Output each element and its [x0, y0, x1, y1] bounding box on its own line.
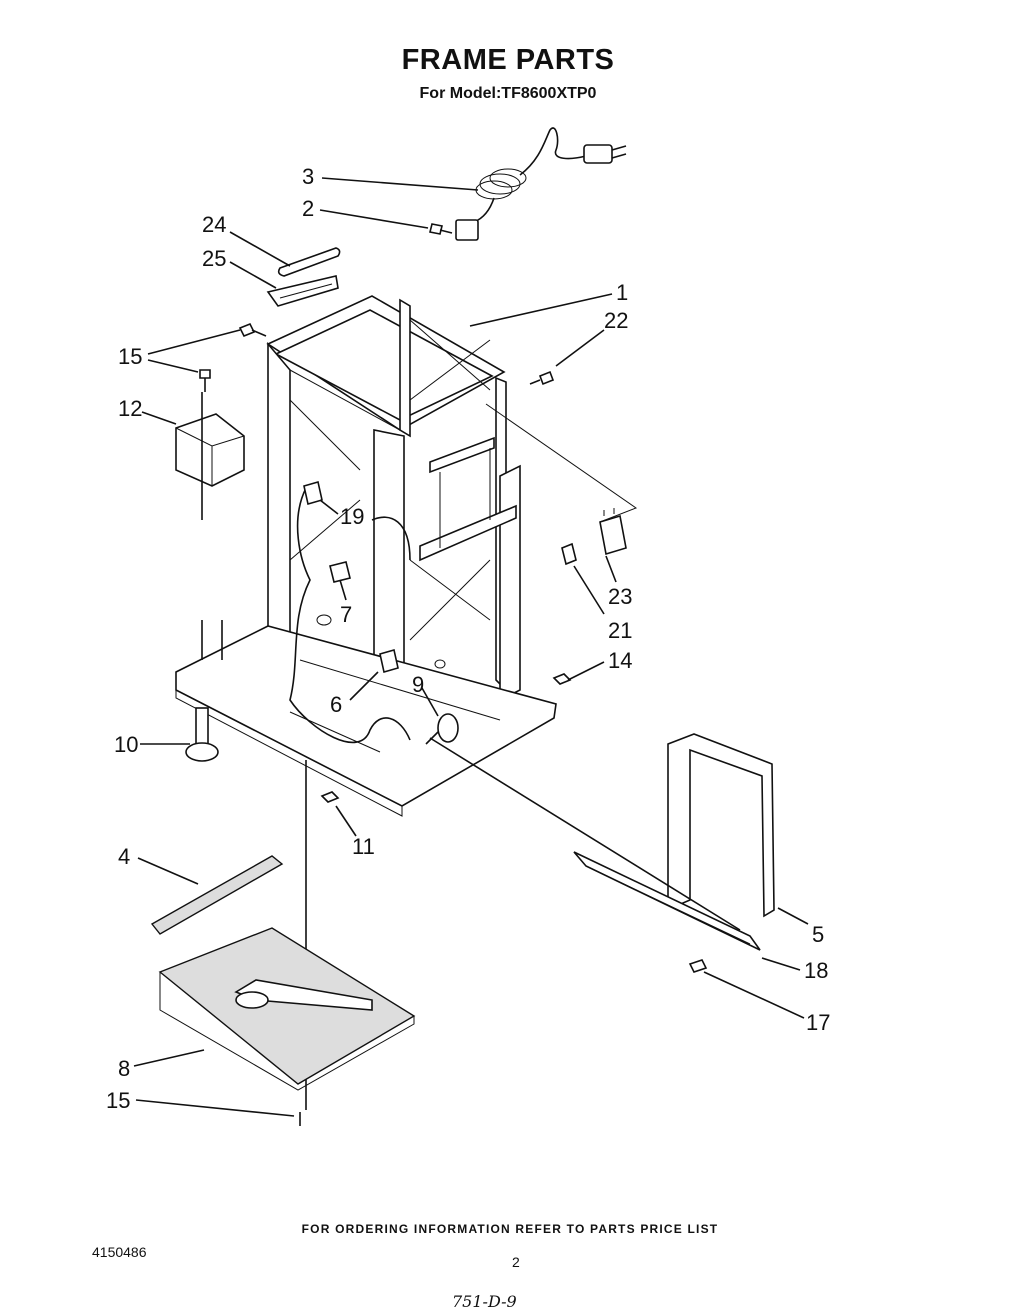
callout-15-bottom: 15 — [106, 1088, 130, 1113]
trim-strip-part — [266, 247, 341, 307]
page-number: 2 — [512, 1254, 520, 1270]
screw-part-2 — [429, 223, 453, 235]
callout-18: 18 — [804, 958, 828, 983]
page-title: FRAME PARTS — [401, 44, 615, 76]
callout-10: 10 — [114, 732, 138, 757]
leader-lines — [133, 177, 809, 1117]
handwritten-code: 751-D-9 — [452, 1292, 517, 1311]
callout-2: 2 — [302, 196, 314, 221]
power-cord-part — [455, 127, 627, 241]
callout-8: 8 — [118, 1056, 130, 1081]
callout-23: 23 — [608, 584, 632, 609]
document-number: 4150486 — [92, 1244, 147, 1260]
callout-6: 6 — [330, 692, 342, 717]
callout-3: 3 — [302, 164, 314, 189]
gasket-strip-part — [150, 855, 284, 935]
screw-parts-top — [199, 322, 555, 392]
fastener-parts — [185, 673, 572, 803]
base-pan-part — [158, 927, 416, 1126]
callout-12: 12 — [118, 396, 142, 421]
bracket-part-12 — [175, 392, 245, 520]
terminal-block-part — [485, 403, 638, 566]
callout-24: 24 — [202, 212, 226, 237]
callout-1: 1 — [616, 280, 628, 305]
ordering-info-note: FOR ORDERING INFORMATION REFER TO PARTS … — [301, 1222, 719, 1236]
callout-14: 14 — [608, 648, 632, 673]
callout-labels: 3 2 24 25 1 22 15 12 19 7 23 21 14 6 9 1… — [106, 164, 830, 1113]
callout-21: 21 — [608, 618, 632, 643]
callout-19: 19 — [340, 504, 364, 529]
callout-4: 4 — [118, 844, 130, 869]
callout-17: 17 — [806, 1010, 830, 1035]
callout-9: 9 — [412, 672, 424, 697]
callout-7: 7 — [340, 602, 352, 627]
callout-25: 25 — [202, 246, 226, 271]
callout-15-top: 15 — [118, 344, 142, 369]
handle-bracket-part — [429, 733, 775, 973]
cabinet-frame-part — [175, 295, 557, 1110]
model-subtitle: For Model:TF8600XTP0 — [419, 85, 597, 102]
callout-22: 22 — [604, 308, 628, 333]
callout-5: 5 — [812, 922, 824, 947]
callout-11: 11 — [352, 834, 375, 859]
